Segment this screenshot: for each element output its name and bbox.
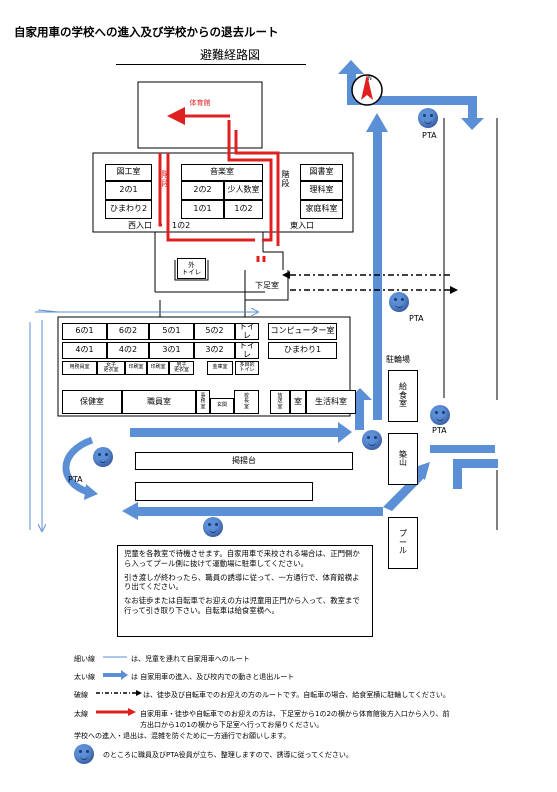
room-6-1: 6の1 [62,323,107,340]
building-outline [57,81,354,417]
dashed-arrowhead-1 [282,271,290,279]
legend-thin-desc: は、児童を連れて自家用車へのルート [131,655,250,663]
legend-thick-label: 太い線 [74,673,95,681]
room-toilet-2: トイレ [235,341,259,359]
red-route [158,120,280,246]
stairs-left: 階段 [161,170,170,188]
thin-blue-route [29,310,257,530]
legend-red-desc-2: 方出口から1の1の横から下足室へ行ってお帰りください。 [140,721,324,729]
legend-dashed-desc: は、徒歩及び自転車でのお迎えの方のルートです。自転車の場合、給食室横に駐輪してく… [143,691,450,699]
room-himawari2: ひまわり2 [105,200,152,219]
room-3-2: 3の2 [194,342,235,359]
west-entrance: 西入口 [128,221,152,230]
room-kinko: 金庫室 [207,361,233,375]
room-joshi-kouishitsu: 女子 更衣室 [97,361,125,375]
legend-pta-desc: のところに職員及びPTA役員が立ち、整理しますので、誘導に従ってください。 [103,751,353,759]
legend-thick-desc: は 自家用車の進入、及び校内での動きと退出ルート [131,673,295,681]
legend-oneway: 学校への進入・退出は、混雑を防ぐために一方通行でお願いします。 [74,732,291,740]
legend-dashed-label: 破線 [74,691,88,699]
legend-thin-label: 細い線 [74,655,95,663]
legend-red-line [96,708,136,716]
room-yougu: 用務員室 [62,361,97,375]
stairs-right: 階段 [281,170,290,188]
legend-dashed-line [96,690,142,696]
room-kouchoushitsu: 校 長 室 [234,390,259,414]
compass-icon: N [351,74,383,106]
room-hokenshitsu: 保健室 [62,390,122,414]
dashed-route [290,274,450,291]
room-danshi-kouishitsu: 男子 更衣室 [169,361,194,375]
room-jimushitsu: 事 務 室 [196,390,210,414]
title-underline [116,64,306,65]
room-5-2: 5の2 [194,323,235,340]
room-rika: 理科室 [300,181,343,200]
legend-pta-marker [74,744,94,764]
room-sokutei: 印刷室 [125,361,147,375]
page-title: 自家用車の学校への進入及び学校からの退去ルート [14,25,279,39]
notes-box: 児童を各教室で待機させます。自家用車で来校される場合は、正門側から入ってプール側… [117,545,373,637]
pta-label: PTA [422,131,437,140]
pta-marker [430,405,450,425]
room-housoushitsu: 放 送 室 [270,390,290,414]
note-2: 引き渡しが終わったら、職員の誘導に従って、一方通行で、体育館横より出てください。 [124,572,360,592]
room-shitsu: 室 [290,390,306,414]
pool: プ ー ル [388,517,418,569]
legend-red-desc-1: 自家用車・徒歩や自転車でのお迎えの方は、下足室から1の2の横から体育館後方入口か… [140,710,450,718]
room-tamokuteki-toilet: 多目的 トイレ [235,361,259,375]
pta-label: PTA [409,314,424,323]
room-inshitsu: 印刷室 [147,361,169,375]
pta-label: PTA [68,475,83,484]
note-1: 児童を各教室で待機させます。自家用車で来校される場合は、正門側から入ってプール側… [124,549,360,568]
pta-label: PTA [432,426,447,435]
room-shonin: 少人数室 [224,181,263,200]
room-4-1: 4の1 [62,342,107,359]
pta-marker [389,292,409,312]
room-shokuinshitsu: 職員室 [122,390,196,414]
room-zukou: 図工室 [105,164,152,181]
room-kyushoku: 給 食 室 [388,370,418,422]
pta-marker [93,447,113,467]
svg-text:N: N [368,76,372,82]
field-box [135,482,313,501]
room-computer: コンピューター室 [268,323,337,340]
legend-thick-line [103,670,128,680]
room-ongaku: 音楽室 [181,164,263,181]
blue-entry-arrow [366,113,388,420]
flag-platform: 掲揚台 [135,452,353,470]
pta-marker [418,108,438,128]
curved-arrow [62,436,94,496]
room-3-1: 3の1 [149,342,194,359]
shoe-room: 下足室 [255,281,279,290]
room-5-1: 5の1 [149,323,194,340]
room-1-2-label: 1の2 [172,221,191,230]
room-gym: 体育館 [189,99,211,108]
room-genkan: 玄関 [210,398,234,414]
dashed-arrowhead-2 [450,286,458,294]
pta-marker [362,430,382,450]
tsukiyama: 築 山 [388,433,418,485]
room-4-2: 4の2 [107,342,149,359]
legend-red-label: 太線 [74,710,88,718]
room-himawari1: ひまわり1 [268,342,337,359]
note-3: なお徒歩または自転車でお迎えの方は児童用正門から入って、教室まで行って引き取り下… [124,596,360,615]
pta-marker [203,517,223,537]
room-katei: 家庭科室 [300,200,343,219]
room-2-1: 2の1 [105,181,152,200]
outdoor-toilet: 外 トイレ [177,258,206,279]
room-toilet-1: トイレ [235,322,259,340]
room-1-2: 1の2 [224,200,263,219]
room-1-1: 1の1 [181,200,224,219]
bicycle-parking: 駐輪場 [386,355,410,364]
room-2-2: 2の2 [181,181,224,200]
east-entrance: 東入口 [290,221,314,230]
room-seikatsu: 生活科室 [306,390,356,414]
map-title: 避難経路図 [199,48,260,62]
room-toshoshitsu: 図書室 [300,164,343,181]
room-6-2: 6の2 [107,323,149,340]
legend-thin-line [103,656,127,658]
